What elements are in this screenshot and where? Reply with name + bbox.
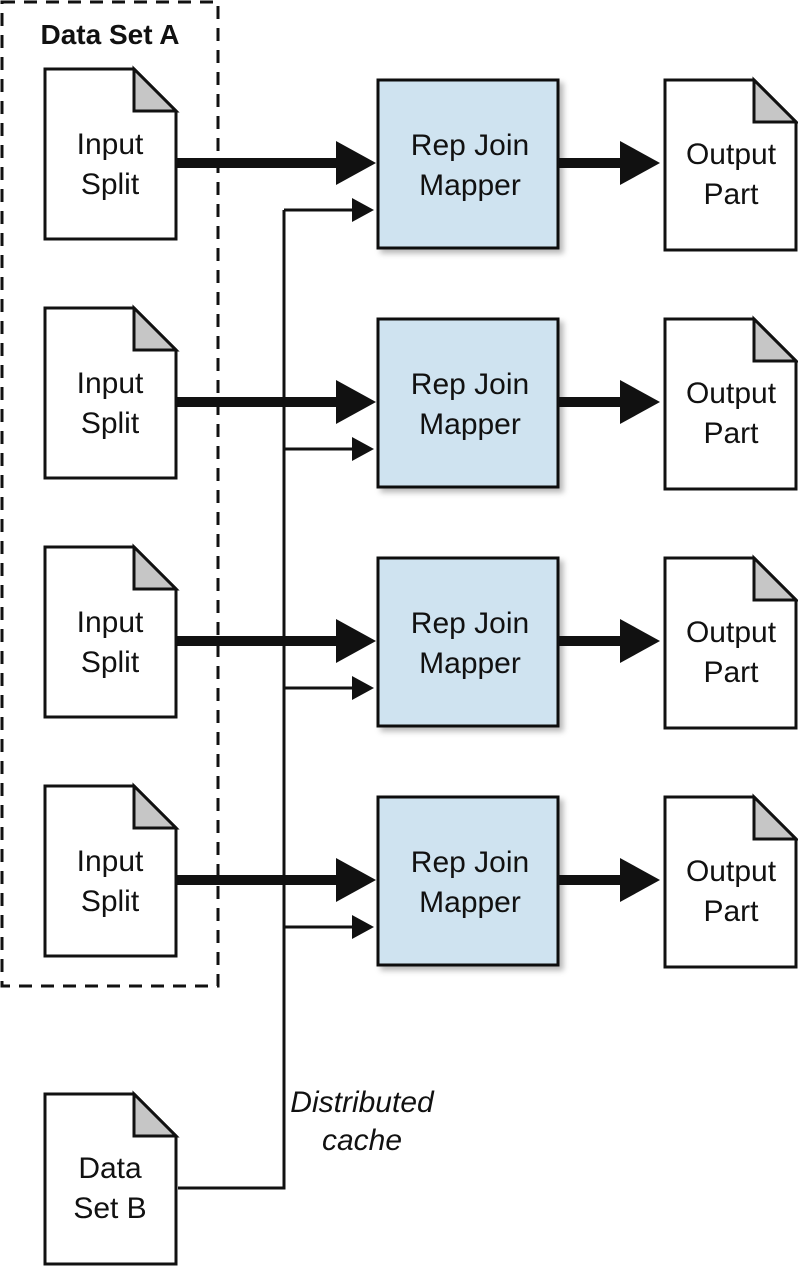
distributed-cache-label-line2: cache <box>322 1124 402 1157</box>
mapper-label-line1: Rep Join <box>411 607 529 640</box>
rep-join-mapper-2 <box>376 317 560 489</box>
input-split-label-line2: Split <box>81 646 140 679</box>
mapper-box <box>376 795 560 967</box>
data-set-b-doc <box>43 1090 180 1266</box>
output-label-line2: Part <box>703 178 759 211</box>
data-set-b-label-line2: Set B <box>73 1192 146 1225</box>
output-label-line2: Part <box>703 656 759 689</box>
mapper-to-output-arrow <box>558 619 660 663</box>
mapper-label-line2: Mapper <box>419 647 521 680</box>
mapper-to-output-arrow <box>558 858 660 902</box>
mapper-label-line2: Mapper <box>419 886 521 919</box>
mapper-label-line2: Mapper <box>419 408 521 441</box>
output-label-line2: Part <box>703 895 759 928</box>
output-part-document-3-fold <box>752 554 798 602</box>
data-set-a-title: Data Set A <box>40 19 179 50</box>
rep-join-mapper-3 <box>376 556 560 728</box>
rep-join-mapper-1 <box>376 78 560 250</box>
output-part-document-1-fold <box>752 76 798 124</box>
mapper-to-output-arrow <box>558 380 660 424</box>
mapper-box <box>376 78 560 250</box>
output-part-document-2 <box>663 315 798 491</box>
output-label-line1: Output <box>686 138 777 171</box>
mapper-box <box>376 556 560 728</box>
rep-join-mapper-4 <box>376 795 560 967</box>
mapper-label-line1: Rep Join <box>411 368 529 401</box>
output-part-document-1 <box>663 76 798 252</box>
input-split-label-line1: Input <box>77 606 144 639</box>
output-part-document-4 <box>663 793 798 969</box>
input-split-label-line2: Split <box>81 407 140 440</box>
input-split-label-line1: Input <box>77 128 144 161</box>
input-split-label-line2: Split <box>81 168 140 201</box>
data-set-b-doc-fold <box>132 1090 180 1138</box>
mapper-box <box>376 317 560 489</box>
input-split-label-line1: Input <box>77 845 144 878</box>
output-label-line1: Output <box>686 616 777 649</box>
input-split-label-line1: Input <box>77 367 144 400</box>
input-split-document-2 <box>43 304 180 480</box>
input-split-document-2-fold <box>132 304 180 352</box>
output-label-line1: Output <box>686 377 777 410</box>
cache-to-mapper-arrow <box>284 198 374 222</box>
output-part-document-2-fold <box>752 315 798 363</box>
cache-to-mapper-arrow <box>284 915 374 939</box>
input-to-mapper-arrow <box>176 380 376 424</box>
input-to-mapper-arrow <box>176 858 376 902</box>
input-split-document-3-fold <box>132 543 180 591</box>
input-split-document-3 <box>43 543 180 719</box>
input-split-document-4 <box>43 782 180 958</box>
output-label-line2: Part <box>703 417 759 450</box>
input-to-mapper-arrow <box>176 619 376 663</box>
distributed-cache-line <box>178 210 286 1190</box>
data-set-a-container <box>0 0 220 988</box>
cache-to-mapper-arrow <box>284 676 374 700</box>
data-set-b-label-line1: Data <box>78 1152 142 1185</box>
output-part-document-3 <box>663 554 798 730</box>
input-split-document-4-fold <box>132 782 180 830</box>
output-part-document-4-fold <box>752 793 798 841</box>
input-split-label-line2: Split <box>81 885 140 918</box>
mapper-to-output-arrow <box>558 141 660 185</box>
input-split-document-1 <box>43 65 180 241</box>
cache-to-mapper-arrow <box>284 437 374 461</box>
data-set-b-document <box>43 1090 180 1266</box>
mapper-label-line2: Mapper <box>419 169 521 202</box>
output-label-line1: Output <box>686 855 777 888</box>
distributed-cache-label-line1: Distributed <box>290 1086 435 1119</box>
input-split-document-1-fold <box>132 65 180 113</box>
input-to-mapper-arrow <box>176 141 376 185</box>
mapper-label-line1: Rep Join <box>411 846 529 879</box>
mapper-label-line1: Rep Join <box>411 129 529 162</box>
